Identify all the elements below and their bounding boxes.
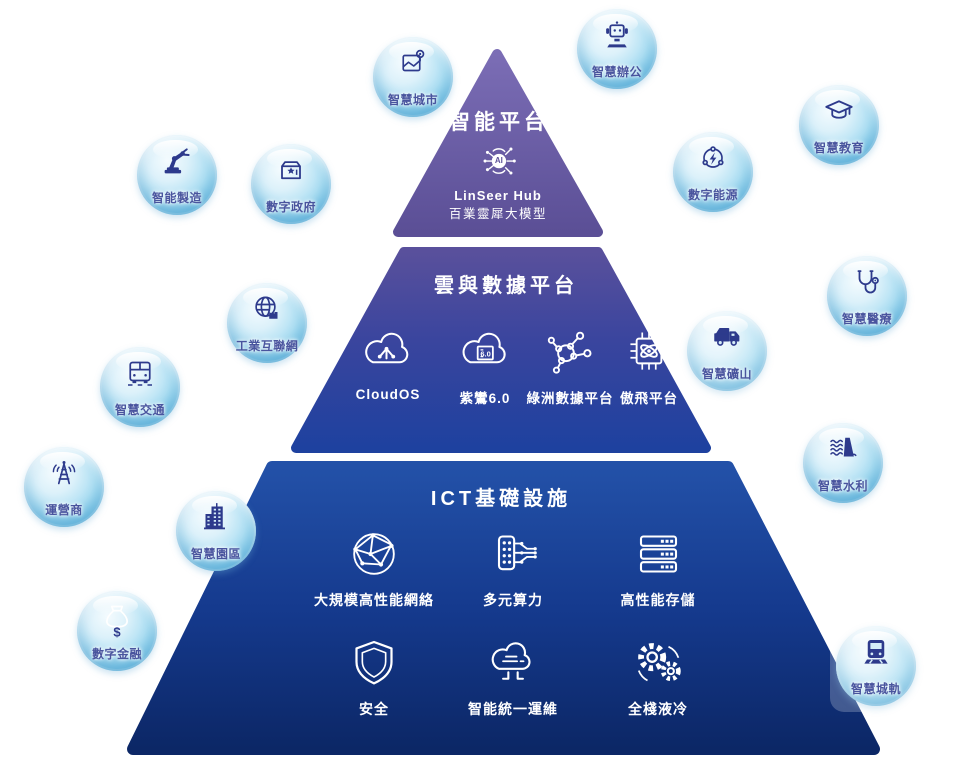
ai-icon-text: AI: [494, 155, 503, 165]
bubble-smart-city: 智慧城市: [373, 37, 453, 117]
tier2-item-label: 紫鸞6.0: [459, 391, 511, 406]
bubble-label: 智慧辦公: [591, 65, 643, 79]
tier1-shape: [393, 49, 603, 237]
antenna-icon: [46, 455, 82, 491]
bubble-smart-water: 智慧水利: [803, 423, 883, 503]
money-bag-icon-text: $: [113, 624, 121, 640]
bubble-label: 數字金融: [91, 647, 143, 661]
tier3-item-security: 安全: [346, 635, 402, 719]
tier2-item-cloudos: CloudOS: [356, 324, 421, 402]
compute-icon: [485, 526, 541, 582]
tier3-item-ops: 智能統一運維: [468, 635, 558, 719]
tier1-title: 智能平台: [449, 111, 549, 134]
dam-icon: [825, 431, 861, 467]
bubble-smart-manufacturing: 智能製造: [137, 135, 217, 215]
bubble-digital-government: 數字政府: [251, 144, 331, 224]
tier2-title: 雲與數據平台: [434, 275, 578, 297]
buildings-icon: [198, 499, 234, 535]
bubble-digital-finance: $ 數字金融: [77, 591, 157, 671]
bubble-smart-campus: 智慧園區: [176, 491, 256, 571]
graduation-cap-icon: [821, 93, 857, 129]
bubble-label: 智慧水利: [817, 479, 869, 493]
bubble-label: 數字能源: [687, 188, 739, 202]
bubble-label: 運營商: [45, 503, 83, 517]
shield-icon: [346, 635, 402, 691]
bubble-smart-education: 智慧教育: [799, 85, 879, 165]
bus-icon: [122, 355, 158, 391]
tier2-item-oasis: 綠洲數據平台: [527, 324, 614, 407]
stethoscope-icon: [849, 264, 885, 300]
tier3-item-label: 全棧液冷: [628, 701, 688, 717]
mining-truck-icon: [709, 319, 745, 355]
tier3-title: ICT基礎設施: [430, 488, 572, 510]
tier3-item-label: 大規模高性能網絡: [314, 592, 434, 608]
bubble-label: 智慧城市: [387, 93, 439, 107]
ai-brain-icon: AI: [475, 139, 521, 185]
tier2-item-label: 傲飛平台: [620, 391, 678, 406]
tier3-item-cooling: 全棧液冷: [628, 635, 688, 719]
tier1-product-name: LinSeer Hub: [454, 188, 542, 203]
bubble-label: 智慧醫療: [841, 312, 893, 326]
tier3-item-label: 高性能存儲: [620, 592, 696, 608]
bubble-label: 工業互聯網: [235, 339, 299, 353]
robot-arm-icon: [159, 143, 195, 179]
tier2-item-aofei: 傲飛平台: [620, 324, 678, 407]
tier2-item-label: CloudOS: [355, 387, 421, 402]
cloud-60-icon: 6.0: [458, 324, 512, 378]
energy-icon: [695, 140, 731, 176]
bubble-industrial-internet: 工業互聯網: [227, 283, 307, 363]
tier2-shape: [291, 247, 711, 453]
bubble-label: 智慧交通: [114, 403, 166, 417]
train-icon: [858, 634, 894, 670]
cloud-network-icon: [361, 324, 415, 378]
bubble-label: 智慧城軌: [850, 682, 902, 696]
bubble-smart-healthcare: 智慧醫療: [827, 256, 907, 336]
tier3-item-label: 多元算力: [483, 592, 543, 608]
globe-factory-icon: [249, 291, 285, 327]
map-pin-icon: [395, 45, 431, 81]
bubble-smart-mining: 智慧礦山: [681, 305, 773, 397]
bubble-smart-transport: 智慧交通: [100, 347, 180, 427]
bubble-label: 智能製造: [151, 191, 203, 205]
bubble-smart-rail: 智慧城軌: [830, 620, 922, 712]
tier3-item-compute: 多元算力: [483, 526, 543, 610]
tier1-product-subtitle: 百業靈犀大模型: [448, 207, 548, 221]
tier3-item-label: 安全: [359, 701, 389, 717]
tier3-shape: [127, 461, 880, 755]
robot-icon: [599, 17, 635, 53]
bubble-label: 智慧礦山: [701, 367, 753, 381]
gears-icon: [630, 635, 686, 691]
bubble-label: 智慧園區: [190, 547, 242, 561]
bubble-label: 數字政府: [265, 200, 317, 214]
bubble-digital-energy: 數字能源: [673, 132, 753, 212]
chip-atom-icon: [622, 324, 676, 378]
cloud-60-icon-text: 6.0: [480, 348, 491, 358]
money-bag-icon: $: [99, 599, 135, 639]
bubble-carrier: 運營商: [24, 447, 104, 527]
globe-mesh-icon: [346, 526, 402, 582]
ballot-box-icon: [273, 152, 309, 188]
tier3-item-storage: 高性能存儲: [621, 526, 696, 610]
tier3-item-label: 智能統一運維: [468, 701, 558, 717]
storage-icon: [630, 526, 686, 582]
cloud-ops-icon: [485, 635, 541, 691]
bubble-smart-office: 智慧辦公: [577, 9, 657, 89]
data-molecule-icon: [543, 324, 597, 378]
bubble-label: 智慧教育: [813, 141, 865, 155]
tier2-item-ziluan: 6.0 紫鸞6.0: [458, 324, 512, 407]
tier2-item-label: 綠洲數據平台: [526, 391, 614, 406]
tier3-item-network: 大規模高性能網絡: [314, 526, 434, 610]
